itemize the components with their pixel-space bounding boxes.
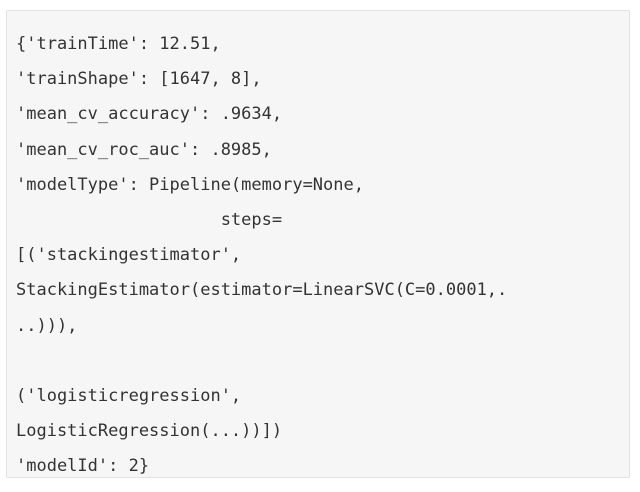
code-line-8: StackingEstimator(estimator=LinearSVC(C=…: [16, 280, 508, 301]
code-line-5: 'modelType': Pipeline(memory=None,: [16, 174, 364, 195]
code-line-2: 'trainShape': [1647, 8],: [16, 69, 262, 90]
code-line-blank: [16, 344, 621, 379]
code-line-11: ('logisticregression',: [16, 385, 242, 406]
code-line-9: ..))),: [16, 315, 78, 336]
code-line-12: LogisticRegression(...))]): [16, 421, 283, 442]
code-line-13: 'modelId': 2}: [16, 456, 150, 477]
code-block: {'trainTime': 12.51, 'trainShape': [1647…: [6, 10, 630, 478]
code-line-4: 'mean_cv_roc_auc': .8985,: [16, 139, 272, 160]
code-line-7: [('stackingestimator',: [16, 245, 242, 266]
code-line-3: 'mean_cv_accuracy': .9634,: [16, 104, 283, 125]
code-line-1: {'trainTime': 12.51,: [16, 34, 221, 54]
code-line-6: steps=: [16, 209, 283, 230]
